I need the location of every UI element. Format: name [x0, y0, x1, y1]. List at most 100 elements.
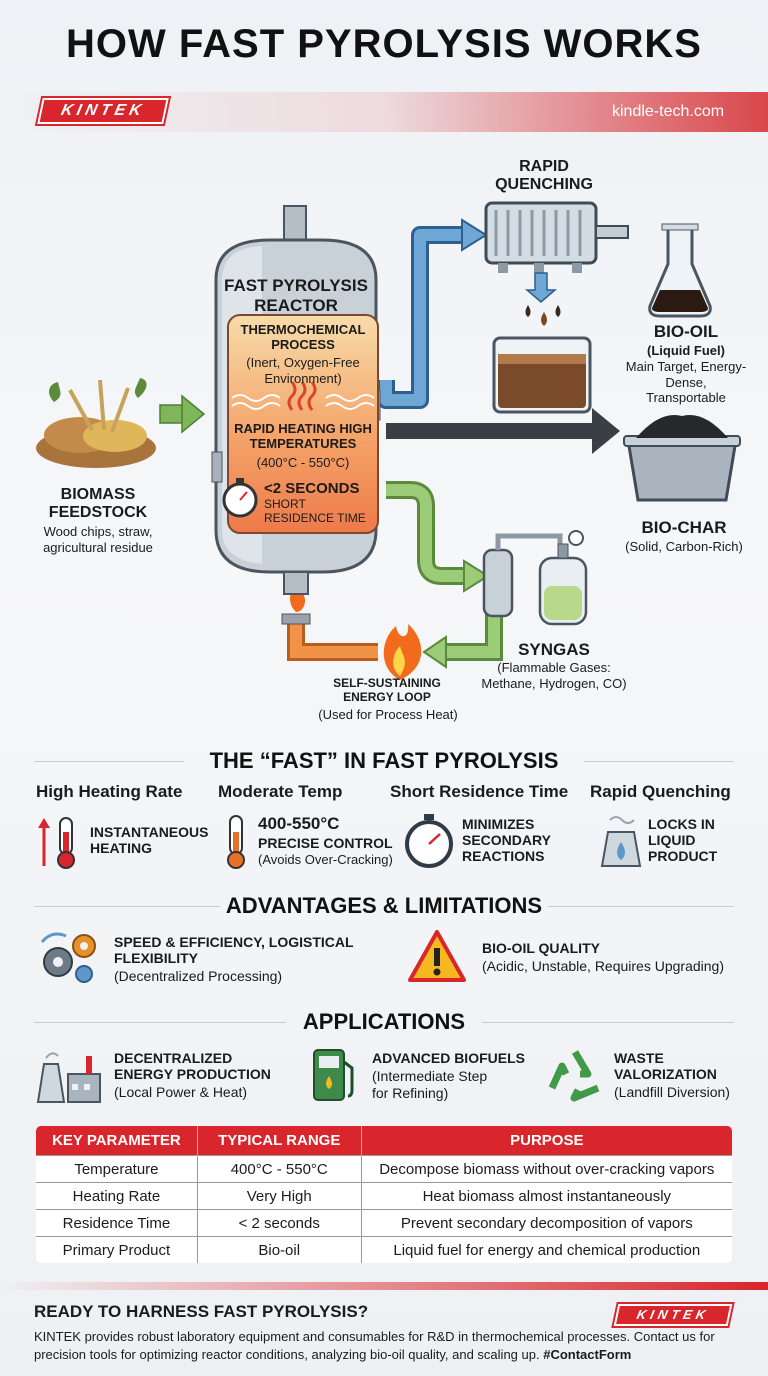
energy-loop-subtitle: (Used for Process Heat): [318, 707, 458, 722]
fast-section-title: THE “FAST” IN FAST PYROLYSIS: [209, 748, 559, 773]
parameter-table: KEY PARAMETER TYPICAL RANGE PURPOSE Temp…: [35, 1125, 733, 1264]
gas-pipe: [386, 484, 470, 582]
kintek-logo: KINTEK: [37, 98, 169, 124]
table-cell: Decompose biomass without over-cracking …: [361, 1155, 732, 1183]
application-biofuels-title: ADVANCED BIOFUELS: [372, 1050, 525, 1066]
bio-char-subtitle: (Solid, Carbon-Rich): [625, 539, 743, 554]
application-biofuels-subtitle: (Intermediate Step for Refining): [372, 1068, 488, 1101]
energy-loop-title: SELF-SUSTAINING ENERGY LOOP: [333, 676, 441, 704]
fire-icon: [383, 624, 422, 680]
cta-title: READY TO HARNESS FAST PYROLYSIS?: [34, 1302, 369, 1321]
table-cell: Temperature: [36, 1155, 198, 1183]
process-panel: [227, 314, 379, 534]
fast-text-minimizes: MINIMIZES SECONDARY REACTIONS: [462, 816, 551, 865]
table-row: Temperature 400°C - 550°C Decompose biom…: [36, 1155, 732, 1183]
fast-text-precise: PRECISE CONTROL: [258, 835, 393, 851]
syngas-cylinder-icon: [482, 530, 588, 626]
bio-oil-beaker-icon: [492, 336, 592, 414]
cooling-tower-icon: [600, 816, 642, 867]
cta-divider: [0, 1282, 768, 1290]
heat-icon: [287, 381, 317, 411]
stopwatch-large-icon: [405, 814, 453, 868]
table-cell: Heating Rate: [36, 1182, 198, 1210]
vapor-pipe-outline: [377, 226, 470, 409]
fuel-pump-icon: [313, 1049, 354, 1101]
limitation-title: BIO-OIL QUALITY: [482, 940, 600, 956]
bio-char-tray-icon: [623, 414, 741, 502]
syngas-title: SYNGAS: [518, 640, 590, 659]
table-cell: 400°C - 550°C: [197, 1155, 362, 1183]
recycle-icon: [548, 1050, 600, 1102]
feedstock-subtitle: Wood chips, straw, agricultural residue: [43, 524, 153, 555]
fast-header-heating-rate: High Heating Rate: [36, 782, 183, 801]
flask-icon: [648, 223, 712, 318]
gas-arrow-head: [463, 559, 490, 593]
fast-temp-range: 400-550°C: [258, 814, 340, 833]
factory-icon: [36, 1052, 101, 1103]
limitation-subtitle: (Acidic, Unstable, Requires Upgrading): [482, 958, 724, 974]
vapor-arrow-head: [461, 218, 488, 252]
application-waste-subtitle: (Landfill Diversion): [614, 1084, 730, 1100]
advantage-subtitle: (Decentralized Processing): [114, 968, 283, 984]
cta-logo: KINTEK: [613, 1304, 733, 1326]
process-title: THERMOCHEMICAL PROCESS: [240, 322, 366, 352]
syngas-subtitle: (Flammable Gases: Methane, Hydrogen, CO): [481, 660, 627, 691]
application-energy-subtitle: (Local Power & Heat): [114, 1084, 248, 1100]
page-title: HOW FAST PYROLYSIS WORKS: [66, 22, 702, 66]
fast-header-quenching: Rapid Quenching: [590, 782, 731, 801]
char-pipe: [386, 423, 596, 439]
table-row: Primary Product Bio-oil Liquid fuel for …: [36, 1236, 732, 1263]
application-energy-title: DECENTRALIZED ENERGY PRODUCTION: [114, 1050, 271, 1083]
residence-time-value: <2 SECONDS: [264, 480, 360, 497]
website-link[interactable]: kindle-tech.com: [612, 103, 725, 120]
contact-form-link[interactable]: #ContactForm: [543, 1346, 632, 1362]
table-row: Heating Rate Very High Heat biomass almo…: [36, 1182, 732, 1210]
heat-pipe: [290, 620, 378, 658]
bio-char-title: BIO-CHAR: [641, 518, 727, 537]
bio-oil-subtitle: (Liquid Fuel): [647, 343, 725, 358]
advantage-title: SPEED & EFFICIENCY, LOGISTICAL FLEXIBILI…: [114, 934, 354, 967]
residence-time-label: SHORT RESIDENCE TIME: [264, 497, 366, 525]
table-header-purpose: PURPOSE: [361, 1126, 732, 1156]
thermometer-icon: [227, 815, 245, 869]
fast-text-heating: INSTANTANEOUS HEATING: [90, 824, 209, 857]
application-waste-title: WASTE VALORIZATION: [614, 1050, 717, 1083]
bio-oil-title: BIO-OIL: [653, 322, 719, 341]
fast-text-locks: LOCKS IN LIQUID PRODUCT: [648, 816, 718, 865]
thermometer-up-icon: [38, 817, 75, 869]
heating-title: RAPID HEATING HIGH TEMPERATURES: [234, 421, 372, 451]
table-cell: < 2 seconds: [197, 1209, 362, 1237]
fast-header-residence: Short Residence Time: [390, 782, 569, 801]
advantages-section-title: ADVANTAGES & LIMITATIONS: [225, 893, 543, 918]
feedstock-title: BIOMASS FEEDSTOCK: [48, 486, 148, 521]
gears-icon: [40, 932, 96, 983]
return-arrow-head: [422, 635, 447, 669]
table-cell: Primary Product: [36, 1236, 198, 1263]
quenching-title: RAPID QUENCHING: [495, 158, 593, 193]
table-cell: Heat biomass almost instantaneously: [361, 1182, 732, 1210]
reactor-title: FAST PYROLYSIS REACTOR: [224, 276, 368, 315]
warning-icon: [408, 930, 466, 982]
return-pipe: [440, 610, 500, 658]
stopwatch-icon: [222, 478, 258, 518]
applications-section-title: APPLICATIONS: [302, 1009, 466, 1034]
table-cell: Bio-oil: [197, 1236, 362, 1263]
table-cell: Prevent secondary decomposition of vapor…: [361, 1209, 732, 1237]
biomass-pile-icon: [36, 378, 156, 468]
fast-sub-avoids: (Avoids Over-Cracking): [258, 852, 393, 867]
bio-oil-description: Main Target, Energy-Dense, Transportable: [625, 359, 747, 406]
burner-nozzle: [281, 613, 311, 625]
table-row: Residence Time < 2 seconds Prevent secon…: [36, 1209, 732, 1237]
feed-arrow-head: [181, 394, 206, 434]
table-cell: Residence Time: [36, 1209, 198, 1237]
table-header-range: TYPICAL RANGE: [197, 1126, 362, 1156]
process-diagram: [36, 201, 741, 680]
quencher-icon: [484, 201, 629, 326]
heat-wave-icon: [231, 394, 375, 410]
fast-header-temp: Moderate Temp: [218, 782, 343, 801]
char-arrow-head: [592, 408, 620, 454]
process-subtitle: (Inert, Oxygen-Free Environment): [246, 355, 360, 386]
table-cell: Liquid fuel for energy and chemical prod…: [361, 1236, 732, 1263]
cta-description: KINTEK provides robust laboratory equipm…: [34, 1329, 715, 1362]
table-cell: Very High: [197, 1182, 362, 1210]
